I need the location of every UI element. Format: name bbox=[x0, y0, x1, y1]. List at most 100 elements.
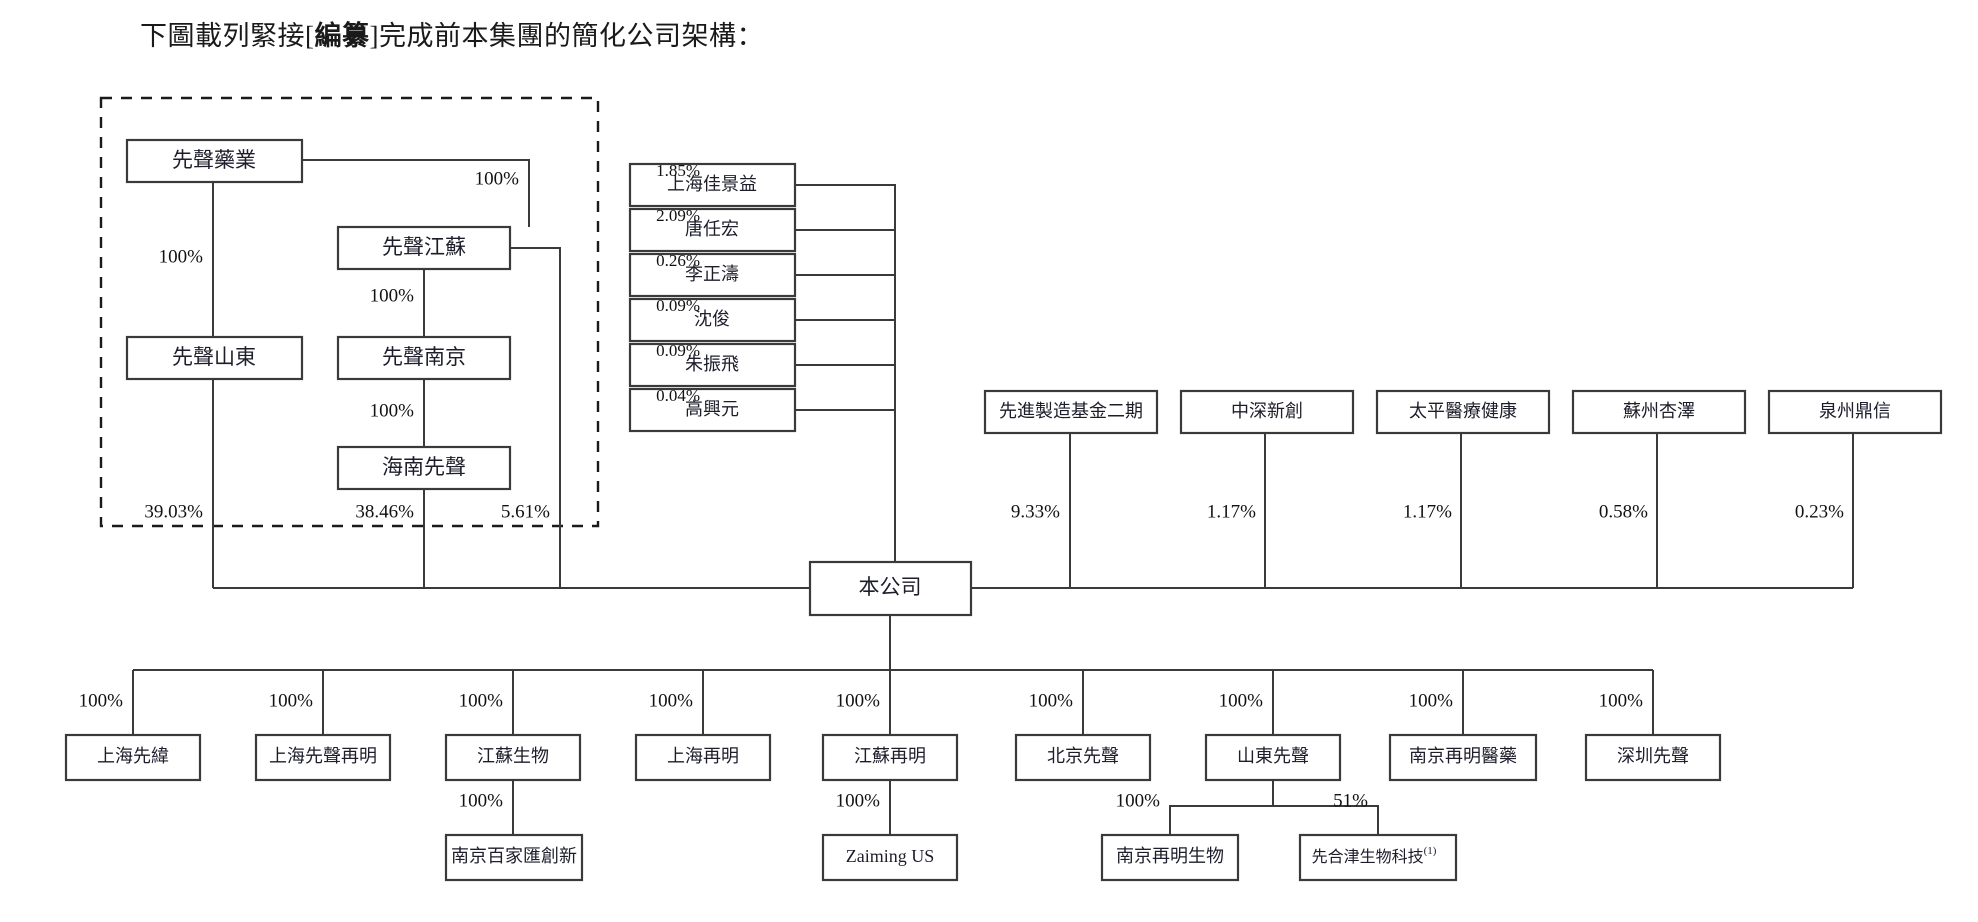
pct-inst-1: 9.33% bbox=[1011, 501, 1060, 522]
box-inst-1[interactable] bbox=[983, 389, 1159, 435]
box-sub-9[interactable] bbox=[1584, 733, 1722, 782]
pct-sub-3: 100% bbox=[459, 690, 504, 711]
drop-l3-shandong-left bbox=[1169, 780, 1274, 835]
box-minor-5-label: 朱振飛 bbox=[685, 354, 739, 374]
box-sub-5[interactable] bbox=[821, 733, 959, 782]
box-l3-xianhejin-label: 先合津生物科技(1) bbox=[1312, 845, 1437, 866]
box-inst-4-label: 蘇州杏澤 bbox=[1623, 401, 1695, 421]
link-xspharma-xsjiangsu bbox=[302, 159, 530, 227]
box-xs-jiangsu[interactable] bbox=[336, 225, 512, 271]
box-minor-6-label: 高興元 bbox=[685, 399, 739, 419]
pct-inst-4: 0.58% bbox=[1599, 501, 1648, 522]
box-hainan-xs-label: 海南先聲 bbox=[382, 455, 466, 479]
pct-l3-nanjing-zaiming-bio: 100% bbox=[1116, 790, 1161, 811]
box-minor-4-label: 沈俊 bbox=[694, 309, 730, 329]
pct-sub-9: 100% bbox=[1599, 690, 1644, 711]
box-sub-4-label: 上海再明 bbox=[667, 746, 739, 766]
pct-l3-baijiahui: 100% bbox=[459, 790, 504, 811]
box-xs-pharma[interactable] bbox=[125, 138, 304, 184]
box-sub-2[interactable] bbox=[254, 733, 392, 782]
pct-sub-4: 100% bbox=[649, 690, 694, 711]
company-box[interactable] bbox=[808, 560, 973, 617]
box-minor-3[interactable] bbox=[628, 252, 797, 298]
box-inst-5[interactable] bbox=[1767, 389, 1943, 435]
box-l3-zaiming-us[interactable] bbox=[821, 833, 959, 882]
box-sub-5-label: 江蘇再明 bbox=[854, 746, 926, 766]
box-xs-jiangsu-label: 先聲江蘇 bbox=[382, 235, 466, 259]
box-xs-pharma-label: 先聲藥業 bbox=[172, 148, 256, 172]
box-l3-zaiming-us-label: Zaiming US bbox=[846, 846, 935, 866]
pct-minor-2: 2.09% bbox=[656, 206, 700, 225]
pct-minor-4: 0.09% bbox=[656, 296, 700, 315]
box-l3-nanjing-zaiming-bio[interactable] bbox=[1100, 833, 1240, 882]
pct-minor-1: 1.85% bbox=[656, 161, 700, 180]
box-inst-3-label: 太平醫療健康 bbox=[1409, 401, 1517, 421]
page-title: 下圖載列緊接[編纂]完成前本集團的簡化公司架構： bbox=[140, 14, 764, 53]
pct-hainanxs-company: 38.46% bbox=[355, 501, 414, 522]
box-minor-2[interactable] bbox=[628, 207, 797, 253]
box-inst-1-label: 先進製造基金二期 bbox=[999, 401, 1143, 421]
pct-minor-5: 0.09% bbox=[656, 341, 700, 360]
pct-xspharma-xsshandong: 100% bbox=[159, 246, 204, 267]
pct-minor-6: 0.04% bbox=[656, 386, 700, 405]
box-xs-nanjing[interactable] bbox=[336, 335, 512, 381]
box-l3-xianhejin-name: 先合津生物科技 bbox=[1312, 848, 1424, 866]
title-suffix: ]完成前本集團的簡化公司架構： bbox=[369, 21, 764, 51]
box-sub-4[interactable] bbox=[634, 733, 772, 782]
pct-xspharma-xsjiangsu: 100% bbox=[475, 168, 520, 189]
box-inst-4[interactable] bbox=[1571, 389, 1747, 435]
dashed-group-border bbox=[99, 96, 600, 528]
pct-xsshandong-company: 39.03% bbox=[144, 501, 203, 522]
pct-xsjiangsu-company: 5.61% bbox=[501, 501, 550, 522]
box-sub-1[interactable] bbox=[64, 733, 202, 782]
pct-l3-zaiming-us: 100% bbox=[836, 790, 881, 811]
box-minor-1-label: 上海佳景益 bbox=[667, 174, 757, 194]
pct-sub-6: 100% bbox=[1029, 690, 1074, 711]
pct-minor-3: 0.26% bbox=[656, 251, 700, 270]
box-sub-1-label: 上海先緯 bbox=[97, 746, 169, 766]
title-prefix: 下圖載列緊接[ bbox=[140, 21, 315, 51]
box-minor-5[interactable] bbox=[628, 342, 797, 388]
pct-sub-1: 100% bbox=[79, 690, 124, 711]
box-inst-3[interactable] bbox=[1375, 389, 1551, 435]
box-l3-xianhejin[interactable] bbox=[1298, 833, 1458, 882]
box-minor-2-label: 唐任宏 bbox=[685, 219, 739, 239]
box-sub-2-label: 上海先聲再明 bbox=[269, 746, 377, 766]
box-xs-nanjing-label: 先聲南京 bbox=[382, 345, 466, 369]
box-inst-2[interactable] bbox=[1179, 389, 1355, 435]
box-sub-3-label: 江蘇生物 bbox=[477, 746, 549, 766]
link-minor-1 bbox=[795, 184, 896, 588]
pct-inst-2: 1.17% bbox=[1207, 501, 1256, 522]
box-minor-6[interactable] bbox=[628, 387, 797, 433]
pct-sub-7: 100% bbox=[1219, 690, 1264, 711]
box-xs-shandong[interactable] bbox=[125, 335, 304, 381]
box-minor-4[interactable] bbox=[628, 297, 797, 343]
box-l3-baijiahui[interactable] bbox=[444, 833, 584, 882]
pct-xsjiangsu-xsnanjing: 100% bbox=[370, 285, 415, 306]
box-sub-7-label: 山東先聲 bbox=[1237, 746, 1309, 766]
box-xs-shandong-label: 先聲山東 bbox=[172, 345, 256, 369]
link-xsjiangsu-company-561 bbox=[510, 247, 561, 588]
box-sub-8[interactable] bbox=[1388, 733, 1538, 782]
box-sub-3[interactable] bbox=[444, 733, 582, 782]
title-bold-term: 編纂 bbox=[314, 21, 370, 51]
pct-inst-3: 1.17% bbox=[1403, 501, 1452, 522]
box-sub-6[interactable] bbox=[1014, 733, 1152, 782]
box-sub-6-label: 北京先聲 bbox=[1047, 746, 1119, 766]
box-sub-7[interactable] bbox=[1204, 733, 1342, 782]
pct-xsnanjing-hainanxs: 100% bbox=[370, 400, 415, 421]
box-l3-nanjing-zaiming-bio-label: 南京再明生物 bbox=[1116, 846, 1224, 866]
drop-l3-shandong-right bbox=[1273, 805, 1379, 835]
box-inst-2-label: 中深新創 bbox=[1231, 401, 1303, 421]
box-minor-1[interactable] bbox=[628, 162, 797, 208]
box-hainan-xs[interactable] bbox=[336, 445, 512, 491]
company-label: 本公司 bbox=[859, 575, 922, 599]
pct-sub-5: 100% bbox=[836, 690, 881, 711]
pct-sub-8: 100% bbox=[1409, 690, 1454, 711]
pct-l3-xianhejin: 51% bbox=[1333, 790, 1368, 811]
box-minor-3-label: 李正濤 bbox=[685, 264, 739, 284]
box-l3-baijiahui-label: 南京百家匯創新 bbox=[451, 846, 577, 866]
box-l3-xianhejin-footnote: (1) bbox=[1424, 845, 1437, 857]
